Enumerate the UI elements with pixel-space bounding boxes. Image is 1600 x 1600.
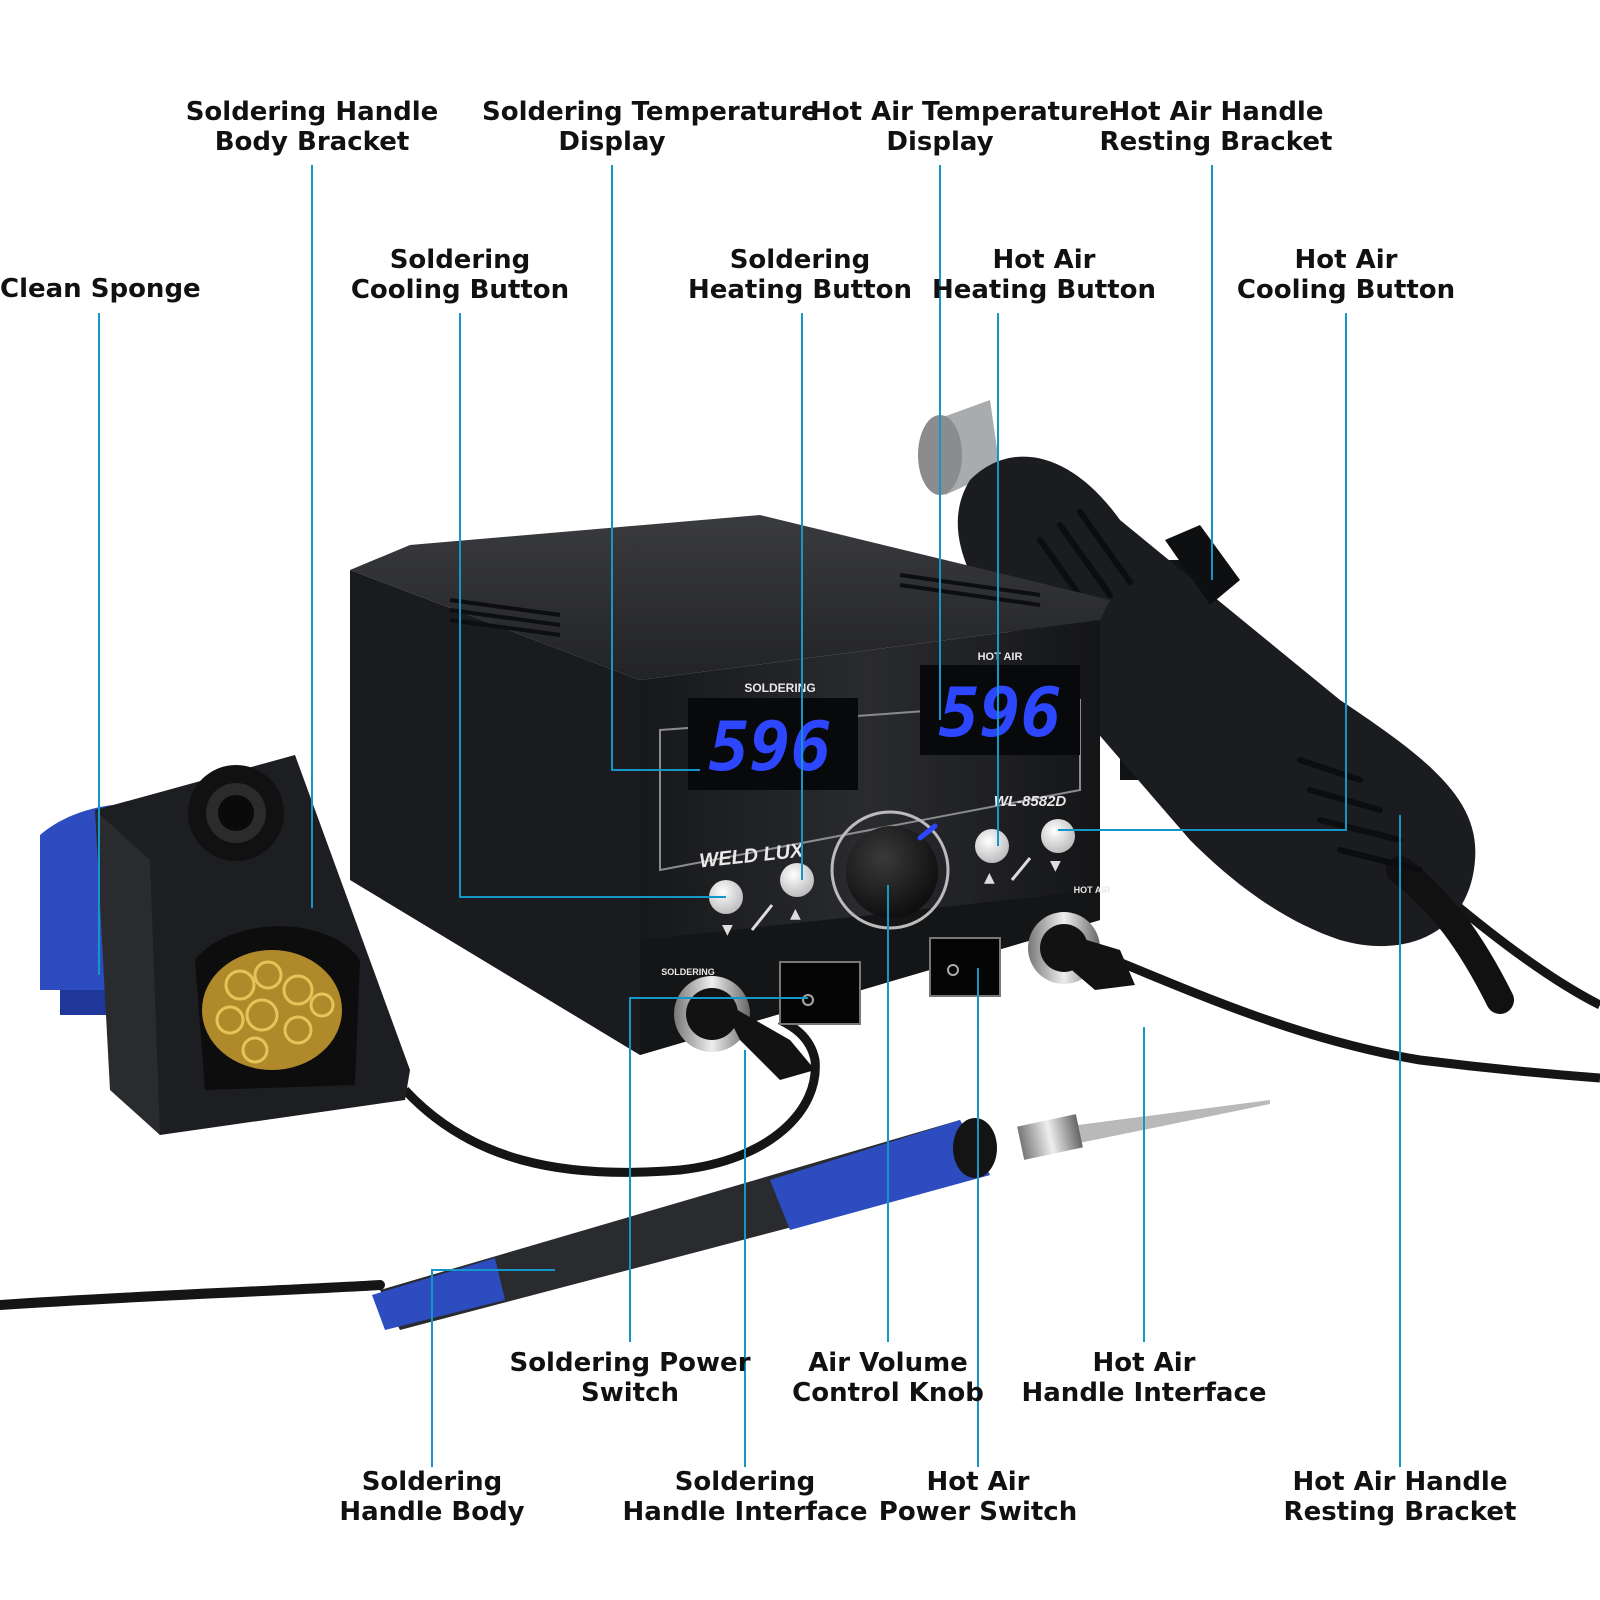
hot-air-cooling-button[interactable]: [1041, 819, 1075, 853]
hot-air-heating-button[interactable]: [975, 829, 1009, 863]
callout-clean-sponge: Clean Sponge: [0, 274, 201, 304]
callout-line: Hot Air: [926, 1467, 1030, 1497]
callout-soldering-handle-interface: Soldering Handle Interface: [615, 1467, 875, 1527]
callout-line: Hot Air: [1294, 245, 1398, 275]
clean-sponge: [195, 926, 360, 1090]
model-label: WL-8582D: [994, 793, 1067, 810]
callout-hot-air-handle-interface: Hot Air Handle Interface: [1014, 1348, 1274, 1408]
hot-air-panel-label: HOT AIR: [978, 651, 1023, 663]
soldering-iron-icon: [750, 904, 774, 931]
soldering-display-value: 596: [709, 708, 832, 787]
soldering-handle-interface[interactable]: [674, 976, 815, 1080]
soldering-handle-body: [372, 1100, 1270, 1330]
hot-air-display-value: 596: [939, 674, 1062, 753]
callout-line: Resting Bracket: [1099, 127, 1333, 157]
callout-line: Clean Sponge: [0, 274, 201, 304]
up-arrow-icon: ▲: [790, 906, 801, 922]
leader-line: [431, 1269, 555, 1467]
hot-air-cable: [1447, 896, 1600, 1010]
callout-line: Hot Air Temperature: [810, 97, 1110, 127]
callout-hot-air-power-switch: Hot Air Power Switch: [848, 1467, 1108, 1527]
hot-air-cable: [1088, 945, 1600, 1083]
callout-hot-air-heating-button: Hot Air Heating Button: [914, 245, 1174, 305]
callout-line: Handle Interface: [1021, 1378, 1267, 1408]
callout-soldering-handle-body: Soldering Handle Body: [302, 1467, 562, 1527]
callout-line: Resting Bracket: [1283, 1497, 1517, 1527]
soldering-power-switch[interactable]: [779, 961, 861, 1025]
leader-line: [611, 165, 700, 771]
callout-air-volume-control-knob: Air Volume Control Knob: [758, 1348, 1018, 1408]
leader-lines: [98, 165, 1401, 1467]
callout-line: Soldering: [361, 1467, 503, 1497]
callout-soldering-heating-button: Soldering Heating Button: [670, 245, 930, 305]
callout-hot-air-handle-resting-bracket-bottom: Hot Air Handle Resting Bracket: [1270, 1467, 1530, 1527]
soldering-cable: [0, 1280, 385, 1310]
hot-air-socket-label: HOT AIR: [1074, 885, 1111, 895]
callout-line: Switch: [580, 1378, 679, 1408]
callout-line: Soldering: [729, 245, 871, 275]
soldering-temperature-display: 596: [688, 698, 858, 790]
callout-line: Soldering Handle: [185, 97, 439, 127]
callout-hot-air-handle-resting-bracket-top: Hot Air Handle Resting Bracket: [1086, 97, 1346, 157]
callout-soldering-power-switch: Soldering Power Switch: [500, 1348, 760, 1408]
callout-soldering-handle-body-bracket: Soldering Handle Body Bracket: [182, 97, 442, 157]
callout-line: Body Bracket: [214, 127, 410, 157]
callout-line: Display: [558, 127, 666, 157]
tip-holder: [188, 765, 284, 861]
callout-soldering-cooling-button: Soldering Cooling Button: [330, 245, 590, 305]
callout-line: Hot Air: [1092, 1348, 1196, 1378]
down-arrow-icon: ▼: [1050, 858, 1061, 874]
callout-line: Hot Air: [992, 245, 1096, 275]
hot-air-power-switch[interactable]: [929, 937, 1001, 997]
callout-line: Heating Button: [687, 275, 912, 305]
callout-line: Hot Air Handle: [1108, 97, 1324, 127]
soldering-cable: [401, 1015, 820, 1177]
soldering-panel-label: SOLDERING: [744, 681, 815, 695]
callout-line: Soldering: [674, 1467, 816, 1497]
callout-line: Soldering Temperature: [482, 97, 819, 127]
callout-line: Control Knob: [792, 1378, 984, 1408]
callout-hot-air-cooling-button: Hot Air Cooling Button: [1216, 245, 1476, 305]
callout-line: Cooling Button: [350, 275, 570, 305]
callout-line: Power Switch: [878, 1497, 1078, 1527]
callout-soldering-temperature-display: Soldering Temperature Display: [482, 97, 819, 157]
leader-line: [459, 313, 726, 898]
callout-line: Cooling Button: [1236, 275, 1456, 305]
callout-line: Soldering Power: [509, 1348, 751, 1378]
hot-air-handle-interface[interactable]: [1028, 912, 1135, 990]
air-volume-control-knob[interactable]: [830, 810, 950, 930]
soldering-heating-button[interactable]: [780, 863, 814, 897]
soldering-socket-label: SOLDERING: [661, 967, 715, 977]
callout-line: Handle Body: [339, 1497, 525, 1527]
hot-air-temperature-display: 596: [920, 665, 1080, 755]
soldering-iron-icon: [1010, 857, 1032, 881]
callout-line: Handle Interface: [622, 1497, 868, 1527]
down-arrow-icon: ▼: [722, 922, 733, 938]
leader-line: [629, 997, 808, 1342]
callout-hot-air-temperature-display: Hot Air Temperature Display: [810, 97, 1110, 157]
callout-line: Soldering: [389, 245, 531, 275]
callout-line: Hot Air Handle: [1292, 1467, 1508, 1497]
leader-line: [1058, 313, 1347, 831]
callout-line: Air Volume: [808, 1348, 968, 1378]
callout-line: Display: [886, 127, 994, 157]
callout-line: Heating Button: [931, 275, 1156, 305]
up-arrow-icon: ▲: [984, 870, 995, 886]
